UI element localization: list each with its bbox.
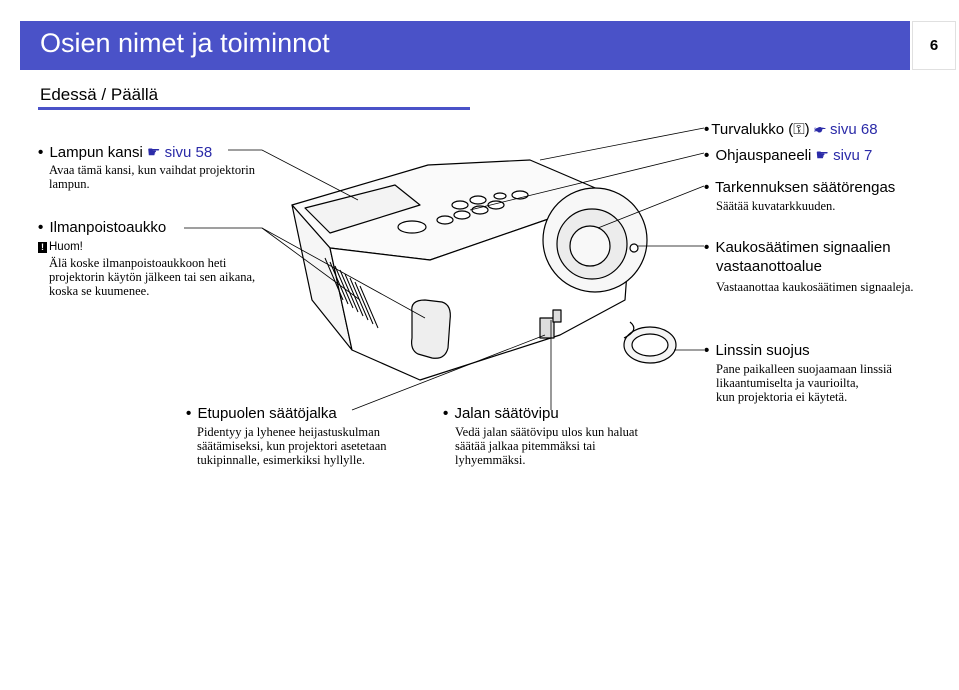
page-title: Osien nimet ja toiminnot [40,28,330,58]
header-bar: Osien nimet ja toiminnot [20,21,910,70]
remote-receiver-desc: Vastaanottaa kaukosäätimen signaaleja. [716,280,914,294]
section-title: Edessä / Päällä [40,85,159,104]
label-security-slot: •Turvalukko (⚿) ☛ sivu 68 [704,121,878,138]
section-rule [38,107,470,110]
air-exhaust-note: Älä koske ilmanpoistoaukkoon heti projek… [49,256,256,298]
label-air-exhaust: • Ilmanpoistoaukko [38,219,167,236]
label-lamp-cover: • Lampun kansi ☛ sivu 58 [38,144,213,161]
label-remote-receiver: • Kaukosäätimen signaalien [704,239,891,256]
focus-ring-desc: Säätää kuvatarkkuuden. [716,199,836,213]
pointer-icon: ☛ [815,147,829,164]
note-icon: ! [38,241,47,253]
security-slot-ref-link[interactable]: sivu 68 [830,121,878,138]
page-number: 6 [912,21,956,70]
label-lens-cover: • Linssin suojus [704,342,810,359]
label-focus-ring: • Tarkennuksen säätörengas [704,179,896,196]
label-remote-receiver-line2: vastaanottoalue [716,258,822,275]
lamp-cover-ref-link[interactable]: sivu 58 [164,144,213,161]
front-foot-desc: Pidentyy ja lyhenee heijastuskulman säät… [197,425,387,467]
lamp-cover-name: Lampun kansi [49,144,143,161]
control-panel-ref-link[interactable]: sivu 7 [833,147,873,164]
lens-cover-desc: Pane paikalleen suojaamaan linssiä likaa… [716,362,892,404]
label-foot-lever: • Jalan säätövipu [443,405,559,422]
label-front-foot: • Etupuolen säätöjalka [186,405,337,422]
pointer-icon: ☛ [813,121,826,138]
air-exhaust-name: Ilmanpoistoaukko [49,219,167,236]
note-heading: ! Huom! [38,241,83,253]
lock-icon: ⚿ [793,121,805,138]
pointer-icon: ☛ [147,144,161,161]
lamp-cover-desc: Avaa tämä kansi, kun vaihdat projektorin… [49,163,255,191]
foot-lever-desc: Vedä jalan säätövipu ulos kun haluat sää… [455,425,638,467]
label-control-panel: • Ohjauspaneeli ☛ sivu 7 [704,147,873,164]
